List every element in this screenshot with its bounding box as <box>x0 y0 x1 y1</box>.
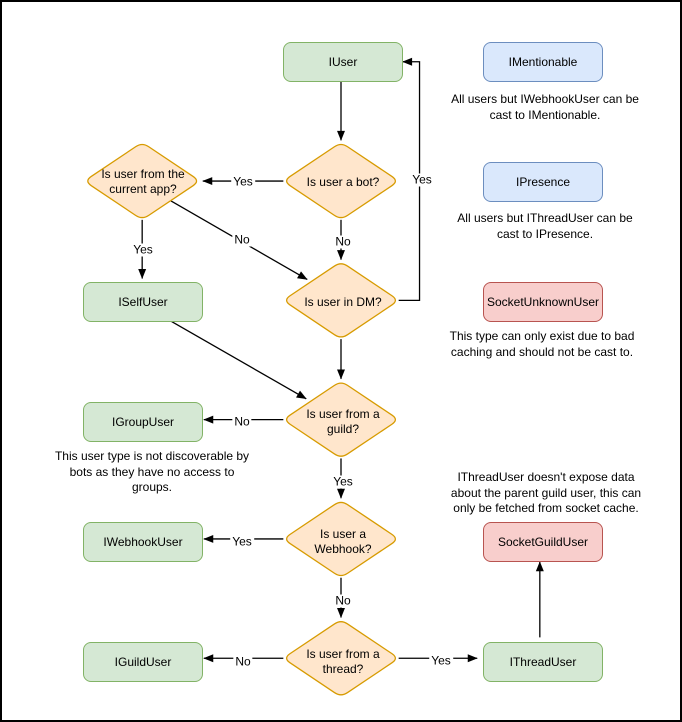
node-socketguilduser: SocketGuildUser <box>483 522 603 562</box>
decision-app-label: Is user from the current app? <box>101 167 185 196</box>
decision-bot-label: Is user a bot? <box>306 174 380 189</box>
edge-label-app-to-selfuser: Yes <box>131 242 155 257</box>
node-iselfuser-label: ISelfUser <box>118 295 168 309</box>
edge-label-bot-to-dm: No <box>333 234 353 249</box>
edge-label-dm-to-iuser: Yes <box>410 172 434 187</box>
node-iwebhookuser-label: IWebhookUser <box>103 535 183 549</box>
node-iwebhookuser: IWebhookUser <box>83 522 203 562</box>
edge-label-app-to-dm: No <box>232 232 252 247</box>
edge-label-webhook-to-webhookuser: Yes <box>230 534 254 549</box>
node-imentionable-label: IMentionable <box>508 55 578 69</box>
edge-label-guild-to-groupuser: No <box>232 414 252 429</box>
edge-label-thread-to-threaduser: Yes <box>429 653 453 668</box>
node-ipresence-label: IPresence <box>515 175 571 189</box>
note-ithreaduser: IThreadUser doesn't expose data about th… <box>450 470 642 515</box>
decision-dm-label: Is user in DM? <box>304 294 382 309</box>
note-igroupuser: This user type is not discoverable by bo… <box>54 449 250 494</box>
note-ipresence: All users but IThreadUser can be cast to… <box>457 211 633 241</box>
node-iuser-label: IUser <box>328 55 358 69</box>
note-socketunknownuser: This type can only exist due to bad cach… <box>449 329 635 359</box>
decision-webhook-label: Is user a Webhook? <box>314 527 372 556</box>
decision-thread-label: Is user from a thread? <box>306 647 380 676</box>
edge-label-guild-to-webhook: Yes <box>331 474 355 489</box>
edge-label-bot-to-app: Yes <box>231 174 255 189</box>
decision-guild-label: Is user from a guild? <box>306 407 380 436</box>
node-iuser: IUser <box>283 42 403 82</box>
edge-label-webhook-to-thread: No <box>333 593 353 608</box>
node-igroupuser: IGroupUser <box>83 402 203 442</box>
node-socketunknownuser: SocketUnknownUser <box>483 282 603 322</box>
node-iselfuser: ISelfUser <box>83 282 203 322</box>
node-igroupuser-label: IGroupUser <box>111 415 175 429</box>
node-iguilduser-label: IGuildUser <box>114 655 172 669</box>
node-iguilduser: IGuildUser <box>83 642 203 682</box>
node-socketguilduser-label: SocketGuildUser <box>497 535 589 549</box>
node-ithreaduser: IThreadUser <box>483 642 603 682</box>
edge-label-thread-to-guilduser: No <box>233 654 253 669</box>
note-imentionable: All users but IWebhookUser can be cast t… <box>451 92 639 122</box>
node-socketunknownuser-label: SocketUnknownUser <box>486 295 600 309</box>
node-ithreaduser-label: IThreadUser <box>509 655 577 669</box>
edge-selfuser-to-guild <box>170 320 307 400</box>
node-ipresence: IPresence <box>483 162 603 202</box>
node-imentionable: IMentionable <box>483 42 603 82</box>
